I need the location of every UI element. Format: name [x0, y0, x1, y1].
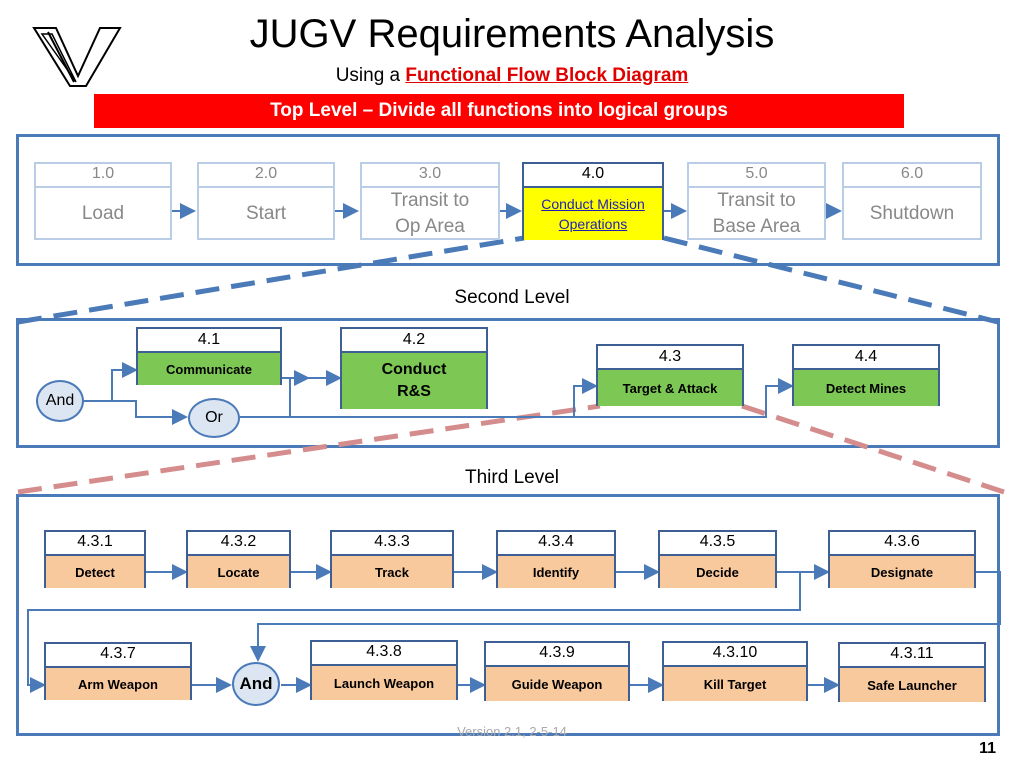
third-box-decide[interactable]: 4.3.5 Decide: [658, 530, 777, 588]
box-label: Launch Weapon: [312, 666, 456, 700]
version-footer: Version 2.1, 2-5-14: [457, 724, 567, 739]
second-box-communicate[interactable]: 4.1 Communicate: [136, 327, 282, 385]
box-label: Transit to Op Area: [390, 190, 470, 237]
box-number: 4.3.3: [332, 532, 452, 556]
box-label: Decide: [660, 556, 775, 588]
box-label: Conduct R&S: [342, 353, 486, 409]
box-label: Communicate: [138, 353, 280, 385]
box-label: Guide Weapon: [486, 667, 628, 701]
or-node: Or: [188, 398, 240, 438]
top-box-transit-base[interactable]: 5.0 Transit to Base Area: [687, 162, 826, 240]
box-number: 1.0: [36, 164, 170, 188]
top-box-load[interactable]: 1.0 Load: [34, 162, 172, 240]
third-box-track[interactable]: 4.3.3 Track: [330, 530, 454, 588]
box-number: 4.1: [138, 329, 280, 353]
second-box-detect-mines[interactable]: 4.4 Detect Mines: [792, 344, 940, 406]
subtitle-link[interactable]: Functional Flow Block Diagram: [405, 65, 689, 86]
box-number: 6.0: [844, 164, 980, 188]
subtitle-prefix: Using a: [335, 65, 406, 86]
third-box-kill-target[interactable]: 4.3.10 Kill Target: [662, 641, 808, 701]
and-node: And: [36, 380, 84, 422]
third-box-identify[interactable]: 4.3.4 Identify: [496, 530, 616, 588]
top-box-transit-op[interactable]: 3.0 Transit to Op Area: [360, 162, 500, 240]
second-level-heading: Second Level: [454, 287, 570, 308]
box-label: Target & Attack: [598, 370, 742, 406]
box-label: Designate: [830, 556, 974, 588]
third-box-arm-weapon[interactable]: 4.3.7 Arm Weapon: [44, 642, 192, 700]
box-label: Kill Target: [664, 667, 806, 701]
box-number: 2.0: [199, 164, 333, 188]
and-node-label: And: [239, 674, 273, 693]
second-box-conduct-rs[interactable]: 4.2 Conduct R&S: [340, 327, 488, 409]
third-level-heading: Third Level: [465, 467, 559, 488]
box-number: 5.0: [689, 164, 824, 188]
top-level-banner: Top Level – Divide all functions into lo…: [94, 94, 904, 128]
box-number: 4.3: [598, 346, 742, 370]
box-number: 4.3.11: [840, 644, 984, 668]
v-logo: [32, 24, 122, 90]
top-level-panel: [16, 134, 1000, 266]
box-label: Transit to Base Area: [712, 190, 801, 237]
box-label: Safe Launcher: [840, 668, 984, 702]
box-number: 4.3.5: [660, 532, 775, 556]
box-label: Arm Weapon: [46, 668, 190, 700]
third-box-safe-launcher[interactable]: 4.3.11 Safe Launcher: [838, 642, 986, 702]
box-number: 3.0: [362, 164, 498, 188]
box-number: 4.3.1: [46, 532, 144, 556]
box-number: 4.3.7: [46, 644, 190, 668]
box-label: Identify: [498, 556, 614, 588]
box-number: 4.3.10: [664, 643, 806, 667]
box-number: 4.3.2: [188, 532, 289, 556]
box-number: 4.0: [524, 164, 662, 188]
top-box-start[interactable]: 2.0 Start: [197, 162, 335, 240]
third-box-detect[interactable]: 4.3.1 Detect: [44, 530, 146, 588]
box-number: 4.3.8: [312, 642, 456, 666]
third-box-locate[interactable]: 4.3.2 Locate: [186, 530, 291, 588]
box-label: Locate: [188, 556, 289, 588]
second-box-target-attack[interactable]: 4.3 Target & Attack: [596, 344, 744, 406]
and-node-third: And: [232, 662, 280, 706]
page-number: 11: [979, 740, 996, 757]
box-number: 4.2: [342, 329, 486, 353]
top-box-conduct-mission[interactable]: 4.0 Conduct Mission Operations: [522, 162, 664, 240]
box-label: Detect Mines: [794, 370, 938, 406]
box-label: Start: [245, 203, 287, 224]
top-box-shutdown[interactable]: 6.0 Shutdown: [842, 162, 982, 240]
box-number: 4.4: [794, 346, 938, 370]
third-box-launch-weapon[interactable]: 4.3.8 Launch Weapon: [310, 640, 458, 700]
box-number: 4.3.9: [486, 643, 628, 667]
box-label: Shutdown: [869, 203, 955, 224]
third-box-guide-weapon[interactable]: 4.3.9 Guide Weapon: [484, 641, 630, 701]
slide-subtitle: Using a Functional Flow Block Diagram: [0, 64, 1024, 88]
third-box-designate[interactable]: 4.3.6 Designate: [828, 530, 976, 588]
box-label: Detect: [46, 556, 144, 588]
box-label-link[interactable]: Conduct Mission Operations: [524, 188, 662, 240]
box-number: 4.3.6: [830, 532, 974, 556]
box-number: 4.3.4: [498, 532, 614, 556]
box-label: Track: [332, 556, 452, 588]
box-label: Load: [81, 203, 125, 224]
slide-title: JUGV Requirements Analysis: [249, 12, 775, 56]
